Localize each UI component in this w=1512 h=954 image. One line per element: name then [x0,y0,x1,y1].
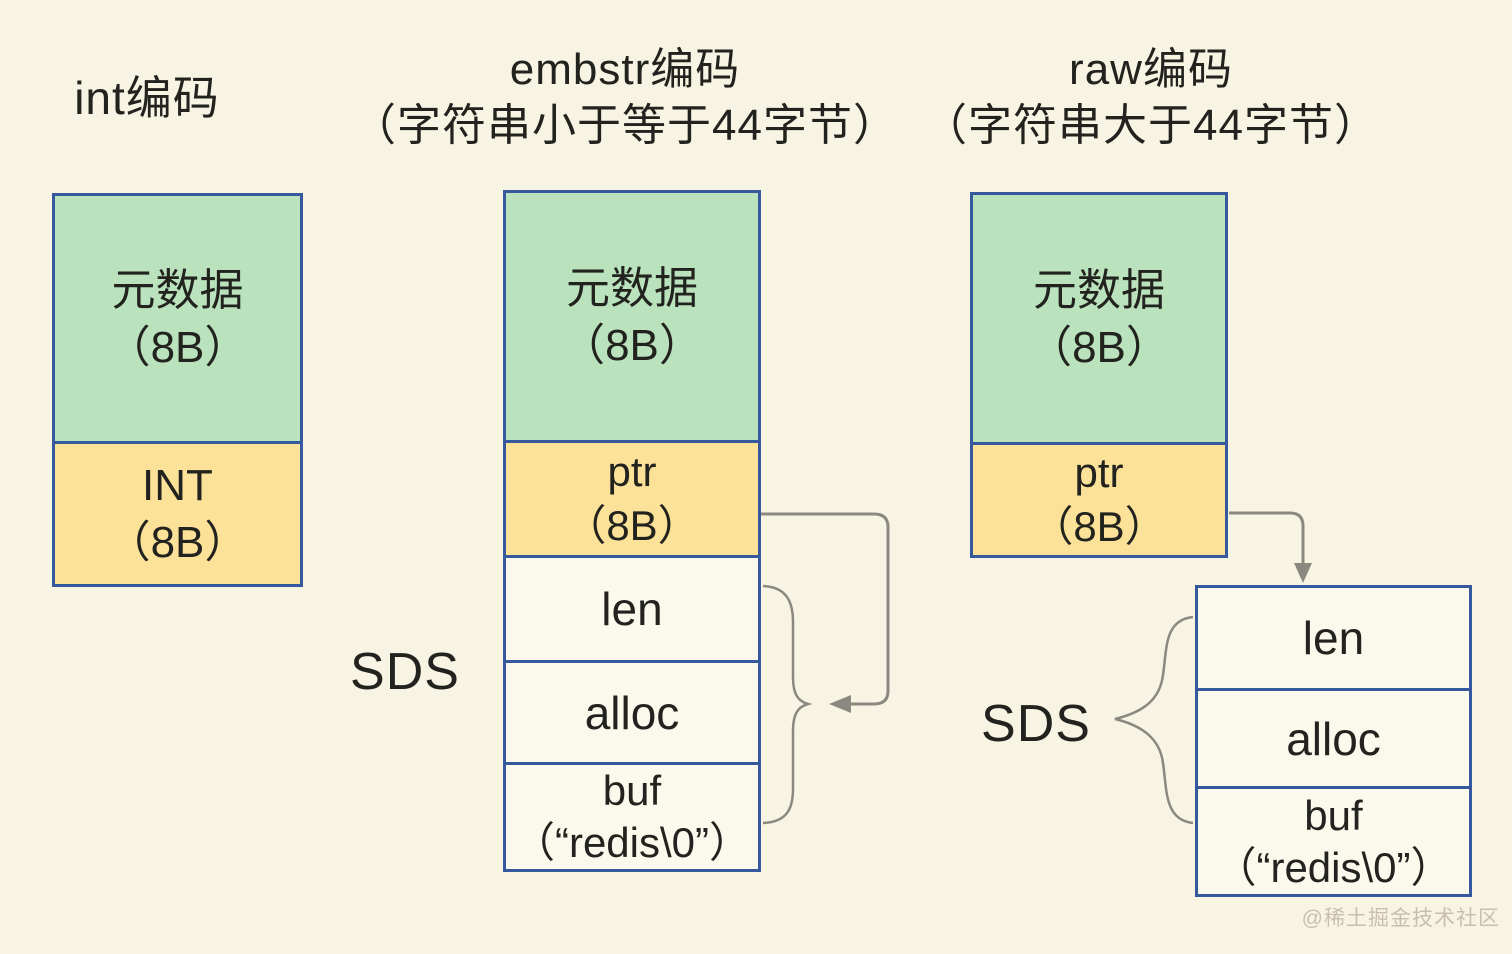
buf-cell: buf （“redis\0”） [506,762,758,869]
len-cell: len [506,555,758,660]
ptr-cell: ptr （8B） [506,440,758,555]
metadata-cell: 元数据 （8B） [506,193,758,440]
cell-sublabel: （8B） [106,322,249,372]
cell-label: alloc [584,686,680,739]
embstr-sds-brace [762,584,813,825]
cell-label: len [601,583,663,635]
alloc-cell: alloc [1198,688,1469,786]
int-object-stack: 元数据 （8B） INT （8B） [52,193,303,587]
cell-label: ptr [607,448,657,495]
cell-sublabel: （8B） [106,518,249,567]
cell-sublabel: （“redis\0”） [512,819,752,866]
cell-label: 元数据 [1033,265,1165,315]
cell-label: buf [1304,791,1363,839]
buf-cell: buf （“redis\0”） [1198,786,1469,894]
title-line: int编码 [74,72,220,124]
title-subtitle: （字符串小于等于44字节） [352,101,898,150]
cell-sublabel: （8B） [561,320,703,370]
embstr-ptr-arrowhead [829,695,851,713]
cell-sublabel: （8B） [1028,322,1170,372]
int-cell: INT （8B） [55,441,300,584]
cell-label: alloc [1286,712,1381,765]
watermark: @稀土掘金技术社区 [1301,907,1500,930]
raw-ptr-arrowhead [1294,563,1312,583]
cell-label: len [1302,612,1365,664]
ptr-cell: ptr （8B） [973,442,1225,555]
title-line: raw编码 [1069,45,1233,94]
embstr-ptr-arrow [761,512,890,706]
metadata-cell: 元数据 （8B） [973,195,1225,442]
cell-sublabel: （8B） [564,502,700,549]
cell-label: INT [142,461,213,510]
raw-ptr-arrow [1229,511,1305,564]
metadata-cell: 元数据 （8B） [55,196,300,441]
cell-label: buf [602,767,662,814]
column-title-int: int编码 [42,70,252,126]
raw-sds-stack: len alloc buf （“redis\0”） [1195,585,1472,897]
cell-sublabel: （“redis\0”） [1214,843,1453,891]
raw-sds-brace [1114,615,1194,825]
embstr-object-stack: 元数据 （8B） ptr （8B） len alloc buf （“redis\… [503,190,761,872]
title-line: embstr编码 [509,45,741,94]
column-title-raw: raw编码 （字符串大于44字节） [915,42,1387,154]
cell-label: ptr [1074,449,1124,496]
title-subtitle: （字符串大于44字节） [923,101,1379,150]
cell-label: 元数据 [111,265,244,315]
sds-label-embstr: SDS [350,643,460,701]
column-title-embstr: embstr编码 （字符串小于等于44字节） [350,42,900,154]
cell-sublabel: （8B） [1031,503,1167,550]
cell-label: 元数据 [566,263,698,313]
sds-label-raw: SDS [981,695,1091,753]
raw-object-stack: 元数据 （8B） ptr （8B） [970,192,1228,558]
len-cell: len [1198,588,1469,688]
alloc-cell: alloc [506,660,758,762]
